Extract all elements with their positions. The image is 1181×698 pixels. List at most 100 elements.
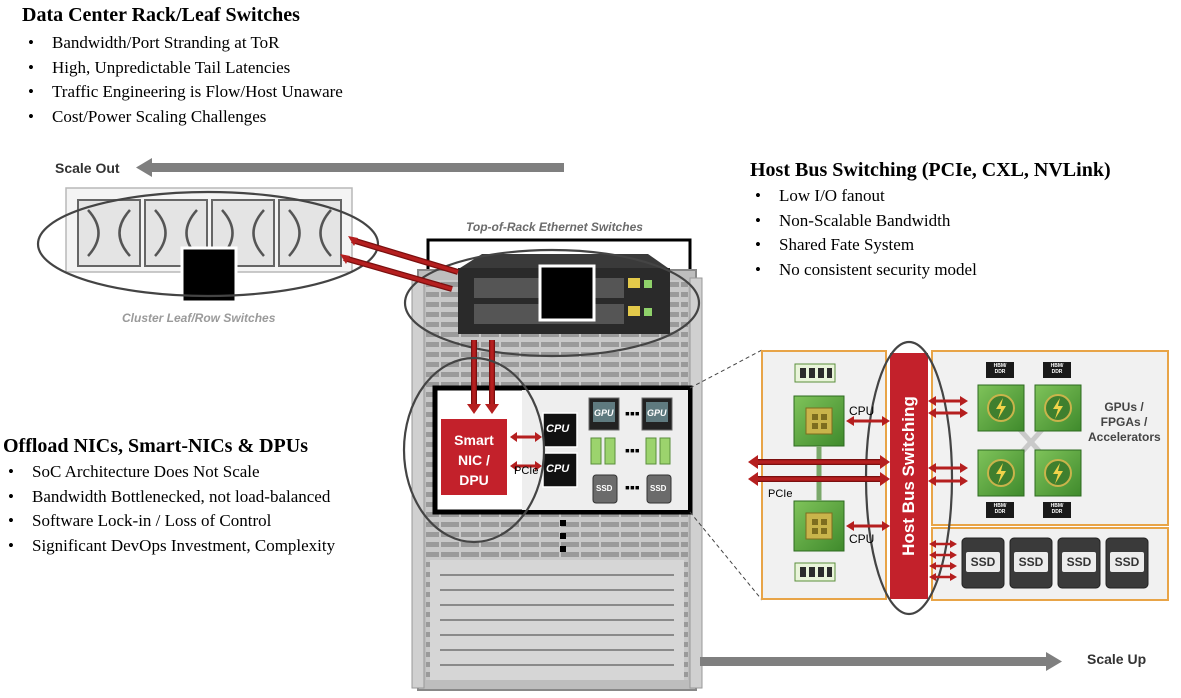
switch-tile bbox=[77, 199, 141, 267]
nic-cpu-links bbox=[510, 432, 542, 471]
hbm-label-line: HBM/ bbox=[1050, 503, 1064, 509]
scale-up-label: Scale Up bbox=[1087, 651, 1147, 667]
hbm-label-line: DDR bbox=[994, 509, 1006, 515]
server-ssds: ▪▪▪ bbox=[592, 474, 672, 504]
ssd-label: SSD bbox=[1018, 555, 1044, 569]
nic-title: Offload NICs, Smart-NICs & DPUs bbox=[3, 435, 308, 457]
leaf-tor-links bbox=[340, 236, 459, 292]
smartnic-line: NIC / bbox=[458, 452, 490, 468]
dc-bullet-list: Bandwidth/Port Stranding at ToR High, Un… bbox=[28, 31, 343, 130]
switch-tile bbox=[278, 199, 342, 267]
hbm-label-line: HBM/ bbox=[1050, 363, 1064, 369]
svg-text:▪▪▪: ▪▪▪ bbox=[625, 405, 640, 421]
scale-up-arrow bbox=[700, 652, 1062, 671]
ssd-label: SSD bbox=[970, 555, 996, 569]
hbm-chip bbox=[1043, 362, 1071, 378]
pcie-long-links bbox=[748, 455, 890, 486]
server-cpu-label: CPU bbox=[546, 423, 570, 435]
switch-ssd-links bbox=[929, 540, 957, 581]
ssd-label: SSD bbox=[1066, 555, 1092, 569]
smartnic-line: Smart bbox=[454, 432, 494, 448]
hbm-chip bbox=[986, 362, 1014, 378]
nic-bullet-list: SoC Architecture Does Not Scale Bandwidt… bbox=[8, 460, 335, 559]
host-cpu-bottom bbox=[793, 500, 845, 552]
dc-section: Data Center Rack/Leaf Switches Bandwidth… bbox=[22, 4, 343, 129]
server-ssd-label: SSD bbox=[596, 484, 613, 493]
leaf-ellipse bbox=[36, 190, 380, 298]
host-cpu-top bbox=[793, 395, 845, 447]
host-cpu-label: CPU bbox=[849, 404, 875, 418]
black-square bbox=[180, 246, 238, 304]
hbm-chip bbox=[1043, 502, 1071, 518]
dc-bullet: Cost/Power Scaling Challenges bbox=[28, 105, 343, 130]
hbm-label-line: HBM/ bbox=[993, 363, 1007, 369]
hbm-label-line: DDR bbox=[994, 369, 1006, 375]
host-pcie-label: PCIe bbox=[768, 488, 793, 500]
accelerator-chip bbox=[1034, 449, 1082, 497]
hbm-label: HBM/ DDR bbox=[986, 363, 1014, 375]
gpus-label-line: FPGAs / bbox=[1100, 415, 1148, 429]
ssd-drive bbox=[1105, 537, 1149, 589]
host-cpu-label: CPU bbox=[849, 532, 875, 546]
nic-ellipse bbox=[402, 356, 546, 544]
memory-stick bbox=[794, 562, 836, 582]
accelerator-chip bbox=[977, 449, 1025, 497]
nic-section: Offload NICs, Smart-NICs & DPUs SoC Arch… bbox=[3, 435, 335, 558]
ssd-drive bbox=[1009, 537, 1053, 589]
server-cpu bbox=[542, 412, 578, 488]
server-gpus: ▪▪▪ bbox=[588, 397, 673, 431]
server-pcie-label: PCIe bbox=[514, 465, 539, 477]
dc-bullet: Traffic Engineering is Flow/Host Unaware bbox=[28, 80, 343, 105]
server-gpu-label: GPU bbox=[594, 408, 614, 418]
nic-bullet: Significant DevOps Investment, Complexit… bbox=[8, 534, 335, 559]
smartnic-box bbox=[439, 417, 509, 497]
server-ssd-label: SSD bbox=[650, 484, 667, 493]
tor-ellipse bbox=[403, 248, 701, 358]
hbm-label-line: HBM/ bbox=[993, 503, 1007, 509]
nic-bullet: SoC Architecture Does Not Scale bbox=[8, 460, 335, 485]
host-bullet: No consistent security model bbox=[755, 258, 1111, 283]
host-bus-switching-bar bbox=[890, 353, 928, 599]
host-bullet: Low I/O fanout bbox=[755, 184, 1111, 209]
tor-label: Top-of-Rack Ethernet Switches bbox=[466, 220, 643, 234]
gpus-label: GPUs / FPGAs / Accelerators bbox=[1088, 400, 1161, 445]
tor-nic-links bbox=[467, 340, 499, 414]
host-title: Host Bus Switching (PCIe, CXL, NVLink) bbox=[750, 159, 1111, 181]
switch-gpu-links bbox=[928, 396, 968, 486]
ssd-label: SSD bbox=[1114, 555, 1140, 569]
host-bus-switching-label: Host Bus Switching bbox=[899, 396, 918, 556]
host-bullet-list: Low I/O fanout Non-Scalable Bandwidth Sh… bbox=[755, 184, 1111, 283]
cpu-switch-links bbox=[846, 416, 890, 531]
hbm-label: HBM/ DDR bbox=[1043, 503, 1071, 515]
scale-out-label: Scale Out bbox=[55, 160, 120, 176]
scale-out-arrow bbox=[136, 158, 564, 177]
dc-title: Data Center Rack/Leaf Switches bbox=[22, 4, 300, 26]
ssd-drive bbox=[961, 537, 1005, 589]
gpus-label-line: Accelerators bbox=[1088, 430, 1161, 444]
hbm-label-line: DDR bbox=[1051, 509, 1063, 515]
server-memory: ▪▪▪ bbox=[590, 437, 671, 465]
dc-bullet: High, Unpredictable Tail Latencies bbox=[28, 56, 343, 81]
svg-text:▪▪▪: ▪▪▪ bbox=[625, 442, 640, 458]
smartnic-label: Smart NIC / DPU bbox=[440, 430, 508, 490]
svg-text:▪▪▪: ▪▪▪ bbox=[625, 479, 640, 495]
host-bullet: Non-Scalable Bandwidth bbox=[755, 209, 1111, 234]
nic-bullet: Software Lock-in / Loss of Control bbox=[8, 509, 335, 534]
host-bullet: Shared Fate System bbox=[755, 233, 1111, 258]
tor-switch bbox=[458, 254, 670, 334]
zoom-line-bottom bbox=[689, 511, 763, 601]
hbm-chip bbox=[986, 502, 1014, 518]
accelerator-chip bbox=[977, 384, 1025, 432]
accelerator-chip bbox=[1034, 384, 1082, 432]
gpus-label-line: GPUs / bbox=[1104, 400, 1144, 414]
memory-stick bbox=[794, 363, 836, 383]
ssd-drive bbox=[1057, 537, 1101, 589]
server-cpu-label: CPU bbox=[546, 463, 570, 475]
server-gpu-label: GPU bbox=[647, 408, 667, 418]
smartnic-line: DPU bbox=[459, 472, 489, 488]
host-section: Host Bus Switching (PCIe, CXL, NVLink) L… bbox=[750, 159, 1111, 282]
cluster-label: Cluster Leaf/Row Switches bbox=[122, 311, 276, 325]
hbm-label: HBM/ DDR bbox=[986, 503, 1014, 515]
dc-bullet: Bandwidth/Port Stranding at ToR bbox=[28, 31, 343, 56]
